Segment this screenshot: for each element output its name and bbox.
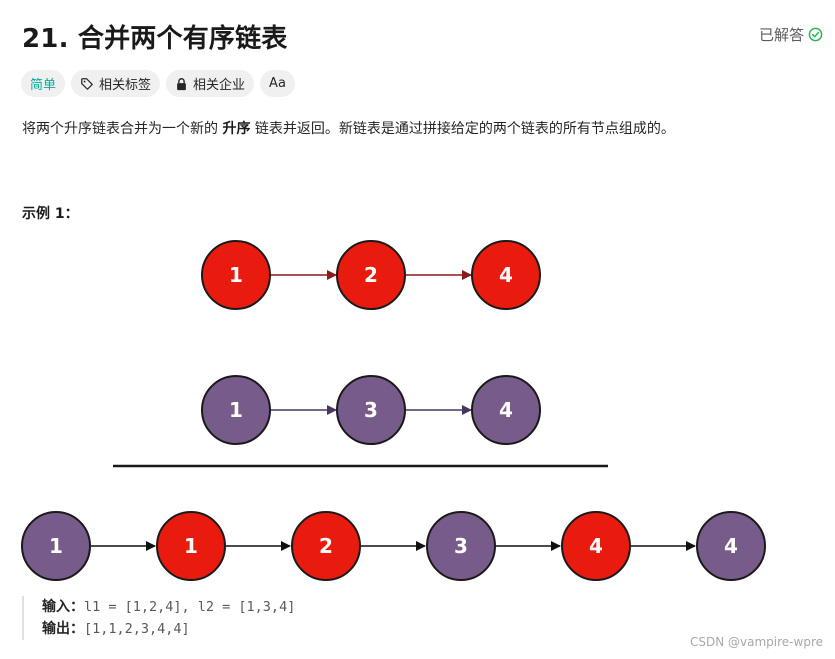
list1-node: [471, 240, 541, 310]
list2-node: [201, 375, 271, 445]
list2-node-value: 4: [499, 398, 513, 422]
description-text-1: 将两个升序链表合并为一个新的: [22, 121, 223, 137]
merged-node-value: 4: [589, 534, 603, 558]
merged-node: [696, 511, 766, 581]
merged-node: [21, 511, 91, 581]
topics-tag-label: 相关标签: [99, 78, 152, 93]
merged-node: [291, 511, 361, 581]
output-value: [1,1,2,3,4,4]: [84, 621, 190, 637]
list2-node: [471, 375, 541, 445]
list1-row: 1 2 4: [201, 240, 541, 310]
difficulty-label: 简单: [30, 78, 57, 93]
topics-tag-button[interactable]: 相关标签: [71, 70, 161, 97]
output-line: 输出：[1,1,2,3,4,4]: [42, 618, 295, 640]
example-io-block: 输入：l1 = [1,2,4], l2 = [1,3,4] 输出：[1,1,2,…: [22, 596, 295, 640]
merged-node: [156, 511, 226, 581]
description-emphasis: 升序: [222, 121, 251, 137]
check-circle-icon: [808, 27, 823, 42]
font-size-button[interactable]: Aa: [260, 70, 295, 97]
lock-icon: [175, 77, 188, 91]
list1-node-value: 4: [499, 263, 513, 287]
merged-node-value: 4: [724, 534, 738, 558]
list1-node-value: 1: [229, 263, 243, 287]
merged-node-value: 1: [49, 534, 63, 558]
watermark: CSDN @vampire-wpre: [690, 635, 823, 649]
solved-status: 已解答: [759, 24, 823, 45]
merged-node: [561, 511, 631, 581]
merged-node: [426, 511, 496, 581]
list2-node-value: 1: [229, 398, 243, 422]
merged-node-value: 3: [454, 534, 468, 558]
list2-row: 1 3 4: [201, 375, 541, 445]
description-text-2: 链表并返回。新链表是通过拼接给定的两个链表的所有节点组成的。: [250, 121, 675, 137]
tag-icon: [80, 77, 94, 91]
input-line: 输入：l1 = [1,2,4], l2 = [1,3,4]: [42, 596, 295, 618]
tag-bar: 简单 相关标签 相关企业 Aa: [21, 70, 295, 97]
font-size-icon: Aa: [269, 76, 286, 91]
companies-tag-button[interactable]: 相关企业: [166, 70, 255, 97]
merged-node-value: 2: [319, 534, 333, 558]
input-value: l1 = [1,2,4], l2 = [1,3,4]: [84, 599, 296, 615]
output-label: 输出：: [42, 621, 84, 637]
companies-tag-label: 相关企业: [193, 78, 246, 93]
list1-node: [336, 240, 406, 310]
solved-label: 已解答: [758, 26, 804, 44]
problem-description: 将两个升序链表合并为一个新的 升序 链表并返回。新链表是通过拼接给定的两个链表的…: [22, 118, 675, 138]
difficulty-badge: 简单: [21, 70, 66, 97]
merged-row: 1 1 2 3 4 4: [21, 511, 766, 581]
example-title: 示例 1：: [22, 206, 79, 222]
input-label: 输入：: [42, 599, 84, 615]
merged-node-value: 1: [184, 534, 198, 558]
linked-list-diagram: 1 2 4 1 3 4 1 1 2 3 4 4: [21, 240, 766, 581]
list2-node: [336, 375, 406, 445]
list1-node: [201, 240, 271, 310]
list2-node-value: 3: [364, 398, 378, 422]
list1-node-value: 2: [364, 263, 378, 287]
problem-title: 21. 合并两个有序链表: [22, 24, 288, 54]
